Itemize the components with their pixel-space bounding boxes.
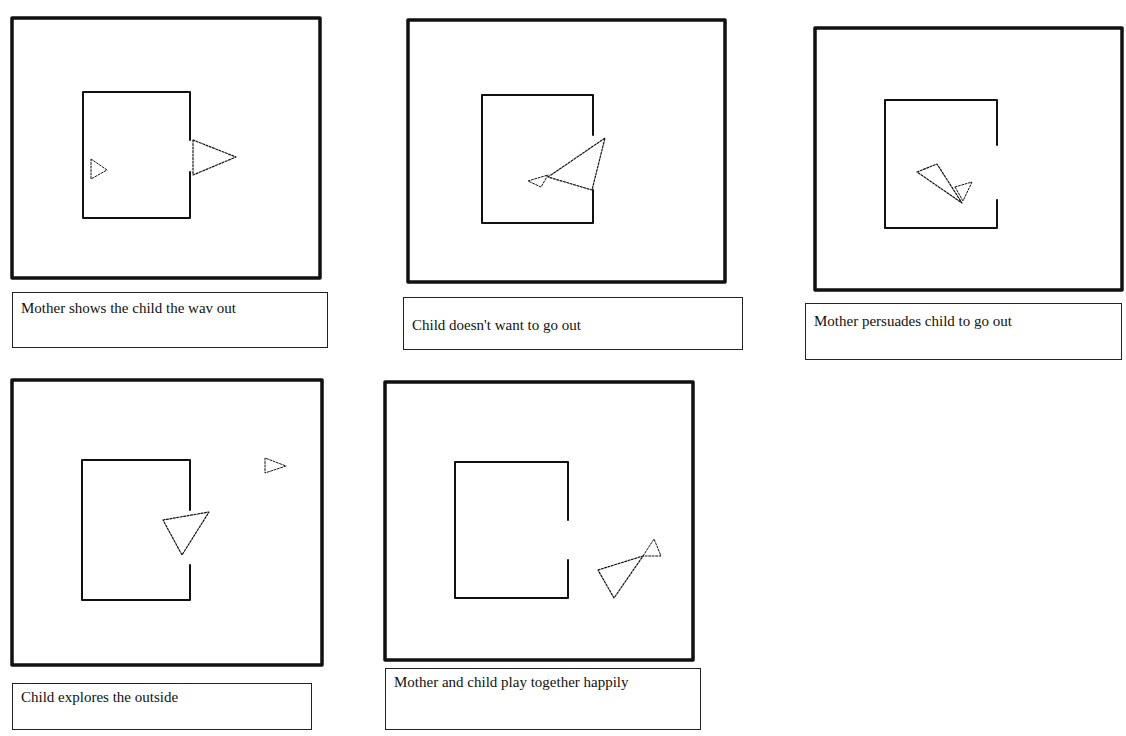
caption-text: Child doesn't want to go out	[412, 316, 734, 334]
house-outline	[455, 462, 568, 598]
child-triangle	[643, 539, 661, 556]
house-outline	[885, 100, 997, 228]
panel-frame	[12, 18, 320, 278]
house-outline	[482, 95, 593, 223]
child-triangle	[265, 458, 286, 473]
mother-triangle	[163, 512, 209, 555]
house-outline	[82, 460, 190, 600]
child-triangle	[91, 159, 107, 179]
caption-text: Mother shows the child the wav out	[21, 299, 319, 317]
child-triangle	[955, 182, 972, 201]
mother-triangle	[548, 138, 605, 190]
caption-box: Mother persuades child to go out	[805, 303, 1122, 360]
caption-box: Child doesn't want to go out	[403, 297, 743, 350]
mother-triangle	[917, 164, 962, 203]
panel-frame	[385, 382, 693, 660]
child-triangle	[528, 175, 548, 187]
caption-box: Mother shows the child the wav out	[12, 292, 328, 348]
caption-text: Mother persuades child to go out	[814, 312, 1113, 330]
caption-text: Mother and child play together happily	[394, 673, 692, 691]
mother-triangle	[598, 556, 643, 598]
panel-frame	[408, 20, 725, 282]
caption-text: Child explores the outside	[21, 688, 303, 706]
panel-frame	[12, 380, 322, 665]
house-outline	[83, 92, 190, 218]
panel-frame	[815, 28, 1122, 290]
caption-box: Child explores the outside	[12, 683, 312, 730]
caption-box: Mother and child play together happily	[385, 668, 701, 730]
mother-triangle	[193, 140, 236, 175]
